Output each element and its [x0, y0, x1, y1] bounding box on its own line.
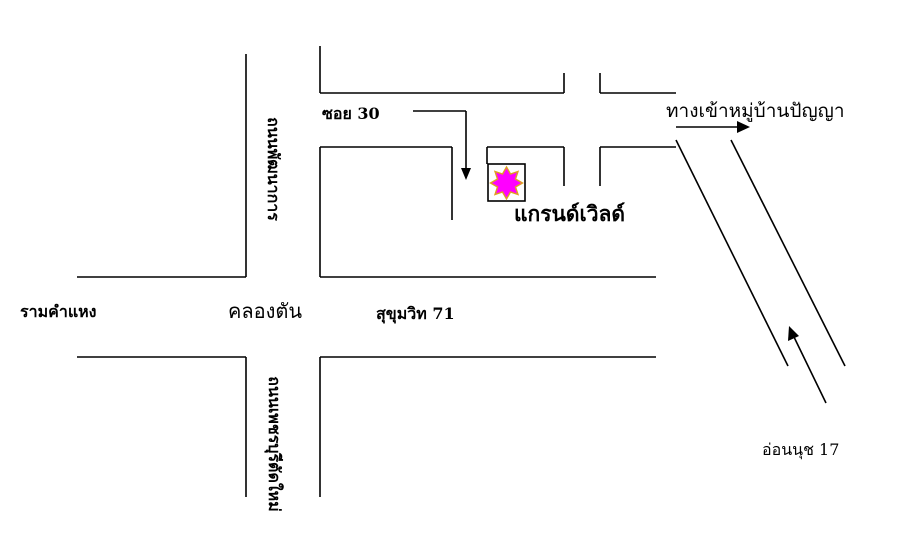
direction-arrow-icon	[676, 121, 750, 133]
star-burst-icon	[487, 163, 526, 202]
on-nut-17-label: อ่อนนุช 17	[762, 440, 840, 459]
road-edge	[675, 139, 789, 367]
village-entrance-label: ทางเข้าหมู่บ้านปัญญา	[666, 100, 845, 122]
soi-30-label: ซอย 30	[322, 104, 380, 123]
direction-arrow-icon	[413, 110, 471, 180]
ramkhamhaeng-label: รามคำแหง	[20, 302, 97, 321]
grand-world-label: แกรนด์เวิลด์	[514, 201, 625, 226]
pattanakarn-road-label: ถนนพัฒนาการ	[264, 117, 283, 221]
roads	[77, 46, 846, 497]
road-edge	[730, 139, 846, 367]
khlong-tan-label: คลองตัน	[228, 299, 303, 323]
phetchaburi-road-label: ถนนเพชรบุรีตัดใหม่	[265, 376, 284, 512]
direction-arrow-icon	[788, 326, 827, 404]
sukhumvit-71-label: สุขุมวิท 71	[376, 304, 455, 323]
